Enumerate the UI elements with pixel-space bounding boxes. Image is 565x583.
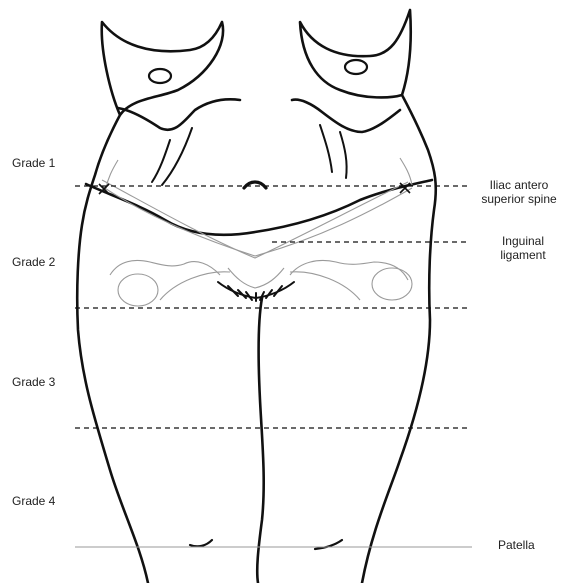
grade-2-label: Grade 2 <box>12 255 55 269</box>
skin-folds <box>152 125 347 185</box>
abdomen-upper-right <box>292 100 400 132</box>
inguinal-ligament-label: Inguinal ligament <box>488 234 558 262</box>
grade-3-label: Grade 3 <box>12 375 55 389</box>
umbilicus <box>244 182 266 188</box>
grade-4-label: Grade 4 <box>12 494 55 508</box>
iliac-spine-label: Iliac antero superior spine <box>476 178 562 206</box>
iliac-spine-markers <box>99 183 410 194</box>
grade-boundaries <box>75 186 472 547</box>
iliac-spine-label-line1: Iliac antero <box>476 178 562 192</box>
inguinal-label-line2: ligament <box>488 248 558 262</box>
left-nipple <box>149 69 171 83</box>
grade-1-label: Grade 1 <box>12 156 55 170</box>
right-flank <box>362 95 436 583</box>
left-knee-crease <box>190 540 212 546</box>
inguinal-label-line1: Inguinal <box>488 234 558 248</box>
right-nipple <box>345 60 367 74</box>
pubic-hair <box>218 282 294 301</box>
thigh-divide <box>257 298 263 583</box>
torso-outline-right <box>300 10 411 97</box>
patella-label: Patella <box>498 538 535 552</box>
right-knee-crease <box>315 540 342 549</box>
iliac-spine-label-line2: superior spine <box>476 192 562 206</box>
